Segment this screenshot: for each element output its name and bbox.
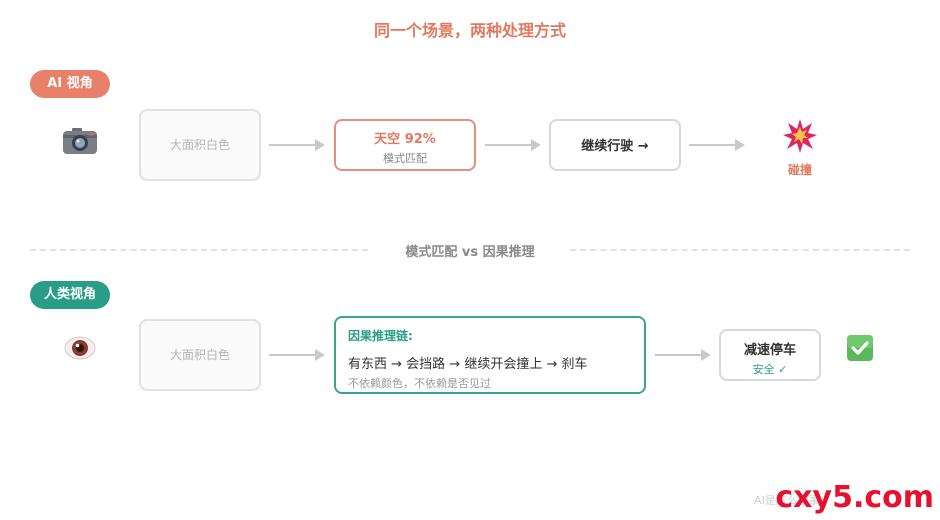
causal-reasoning-chain: 有东西 → 会挡路 → 继续开会撞上 → 刹车 bbox=[348, 357, 588, 372]
pattern-match-box: 天空 92% 模式匹配 bbox=[334, 119, 476, 171]
check-icon bbox=[846, 334, 874, 366]
ai-arrow-3 bbox=[689, 139, 745, 151]
ai-input-box: 大面积白色 bbox=[139, 109, 261, 181]
slow-stop-subtitle: 安全 ✓ bbox=[752, 363, 788, 376]
human-arrow-2 bbox=[655, 349, 711, 361]
divider-label: 模式匹配 vs 因果推理 bbox=[405, 245, 535, 260]
human-input-text: 大面积白色 bbox=[169, 348, 230, 362]
ai-input-text: 大面积白色 bbox=[169, 138, 230, 152]
collision-label: 碰撞 bbox=[787, 163, 812, 177]
collision-icon bbox=[782, 118, 818, 158]
human-perspective-label: 人类视角 bbox=[30, 281, 110, 309]
pattern-match-title: 天空 92% bbox=[374, 132, 436, 147]
human-input-box: 大面积白色 bbox=[139, 319, 261, 391]
pattern-match-subtitle: 模式匹配 bbox=[383, 152, 427, 165]
eye-icon bbox=[64, 335, 96, 365]
divider-right bbox=[570, 249, 910, 251]
watermark-logo: cxy5.com bbox=[775, 480, 934, 515]
continue-driving-text: 继续行驶 → bbox=[581, 139, 649, 154]
camera-icon bbox=[62, 126, 98, 160]
ai-arrow-1 bbox=[269, 139, 325, 151]
causal-reasoning-note: 不依赖颜色，不依赖是否见过 bbox=[348, 377, 491, 390]
watermark-faint-text: AI是怎么回事 bbox=[754, 494, 820, 507]
human-arrow-1 bbox=[269, 349, 325, 361]
continue-driving-box: 继续行驶 → bbox=[549, 119, 681, 171]
slow-stop-box: 减速停车 安全 ✓ bbox=[719, 329, 821, 381]
page-title: 同一个场景，两种处理方式 bbox=[373, 21, 566, 40]
causal-reasoning-heading: 因果推理链: bbox=[348, 329, 413, 343]
ai-perspective-label: AI 视角 bbox=[30, 70, 110, 98]
causal-reasoning-box: 因果推理链: 有东西 → 会挡路 → 继续开会撞上 → 刹车 不依赖颜色，不依赖… bbox=[334, 316, 646, 394]
slow-stop-title: 减速停车 bbox=[743, 343, 796, 358]
divider-left bbox=[30, 249, 368, 251]
ai-arrow-2 bbox=[485, 139, 541, 151]
